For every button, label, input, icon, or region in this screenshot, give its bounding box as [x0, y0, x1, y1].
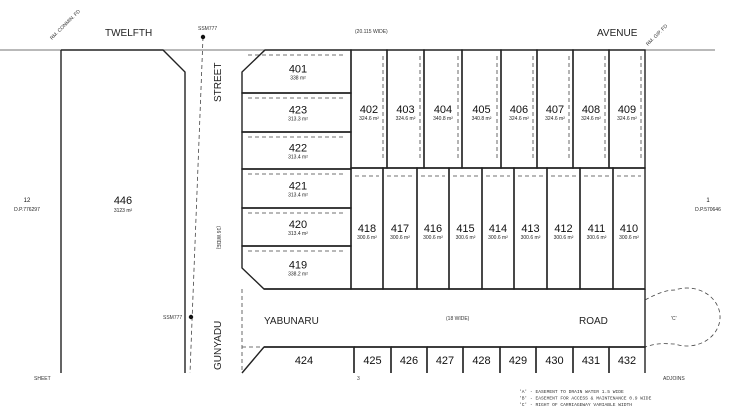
lot-416-number: 416: [424, 223, 442, 235]
lot-423-area: 313.3 m²: [288, 117, 308, 123]
lot-429-number: 429: [509, 355, 527, 367]
lot-428-number: 428: [472, 355, 490, 367]
cul-de-sac-easement: [644, 287, 721, 348]
lot-426-number: 426: [400, 355, 418, 367]
lot-413-area: 300.6 m²: [521, 235, 541, 241]
legend-c: 'C' - RIGHT OF CARRIAGEWAY VARIABLE WIDT…: [519, 402, 632, 408]
lot-405-area: 340.8 m²: [472, 116, 492, 122]
lot-406-number: 406: [510, 104, 528, 116]
left-neighbour-dp: D.P.776297: [14, 207, 40, 213]
twelfth-width: (20.115 WIDE): [355, 29, 388, 35]
lot-410-area: 300.6 m²: [619, 235, 639, 241]
lot-420-number: 420: [289, 219, 307, 231]
lot-411-area: 300.6 m²: [587, 235, 607, 241]
lot-402-area: 324.6 m²: [359, 116, 379, 122]
right-neighbour-lot: 1: [706, 198, 710, 204]
gunyadu-centreline: [189, 36, 204, 374]
lot-432-number: 432: [618, 355, 636, 367]
lot-418-area: 300.6 m²: [357, 235, 377, 241]
lot-418-number: 418: [358, 223, 376, 235]
lot-402-number: 402: [360, 104, 378, 116]
right-neighbour-dp: D.P.570646: [695, 207, 721, 213]
road-name-road: ROAD: [579, 316, 608, 327]
lot-420-area: 313.4 m²: [288, 231, 308, 237]
lot-414-number: 414: [489, 223, 507, 235]
lot-404-number: 404: [434, 104, 452, 116]
lot-414-area: 300.6 m²: [488, 235, 508, 241]
lot-412-number: 412: [554, 223, 572, 235]
ssm-top-marker: [200, 34, 206, 40]
lot-415-number: 415: [456, 223, 474, 235]
lot-417-number: 417: [391, 223, 409, 235]
lot-425-number: 425: [363, 355, 381, 367]
lot-407-area: 324.6 m²: [545, 116, 565, 122]
lot-431-number: 431: [582, 355, 600, 367]
road-name-avenue: AVENUE: [597, 28, 638, 39]
left-neighbour-lot: 12: [24, 198, 31, 204]
lot-406-area: 324.6 m²: [509, 116, 529, 122]
lot-430-number: 430: [545, 355, 563, 367]
pm-right-label: RM. GIP. FD: [645, 23, 669, 47]
lot-412-area: 300.6 m²: [554, 235, 574, 241]
lot-427-number: 427: [436, 355, 454, 367]
lot-446-number: 446: [114, 195, 132, 207]
lot-409-area: 324.6 m²: [617, 116, 637, 122]
lot-408-number: 408: [582, 104, 600, 116]
sheet-number: 3: [357, 376, 360, 382]
street-width: (16 WIDE): [215, 226, 221, 250]
adjoins-label: ADJOINS: [663, 376, 685, 382]
lot-421-area: 313.4 m²: [288, 193, 308, 199]
ssm-bottom-marker: [188, 314, 194, 320]
pm-left-label: RM. CONMIN. FD: [49, 8, 82, 41]
sheet-label: SHEET: [34, 376, 51, 382]
lot-415-area: 300.6 m²: [456, 235, 476, 241]
lot-446-boundary: [60, 49, 186, 373]
lot-407-number: 407: [546, 104, 564, 116]
lot-421-number: 421: [289, 181, 307, 193]
lot-410-number: 410: [620, 223, 638, 235]
legend-a: 'A' - EASEMENT TO DRAIN WATER 1.5 WIDE: [519, 389, 624, 395]
road-name-yabunaru: YABUNARU: [264, 316, 319, 327]
lot-423-number: 423: [289, 105, 307, 117]
cul-de-sac-label: 'C': [671, 316, 677, 322]
lot-410-boundary: [612, 167, 646, 290]
lot-405-number: 405: [472, 104, 490, 116]
road-name-gunyadu: GUNYADU: [213, 321, 224, 370]
lot-422-area: 313.4 m²: [288, 155, 308, 161]
ssm-bottom-label: SSM777: [163, 315, 182, 321]
lot-401-area: 338 m²: [290, 76, 306, 82]
lot-419-area: 338.2 m²: [288, 272, 308, 278]
lot-424-number: 424: [295, 355, 313, 367]
legend-b: 'B' - EASEMENT FOR ACCESS & MAINTENANCE …: [519, 396, 652, 402]
lot-432-boundary: [608, 346, 646, 373]
road-name-street: STREET: [213, 63, 224, 102]
lot-417-area: 300.6 m²: [390, 235, 410, 241]
lot-419-boundary: [241, 245, 352, 290]
lot-411-number: 411: [588, 223, 606, 235]
lot-403-area: 324.6 m²: [396, 116, 416, 122]
road-width: (18 WIDE): [446, 316, 470, 322]
lot-419-number: 419: [289, 260, 307, 272]
lot-401-number: 401: [289, 64, 307, 76]
lot-403-number: 403: [396, 104, 414, 116]
lot-404-area: 340.8 m²: [433, 116, 453, 122]
ssm-top-label: SSM777: [198, 26, 217, 32]
lot-408-area: 324.6 m²: [581, 116, 601, 122]
road-name-twelfth: TWELFTH: [105, 28, 152, 39]
lot-446-area: 3123 m²: [114, 208, 133, 214]
lot-409-number: 409: [618, 104, 636, 116]
lot-413-number: 413: [521, 223, 539, 235]
lot-416-area: 300.6 m²: [423, 235, 443, 241]
lot-422-number: 422: [289, 143, 307, 155]
